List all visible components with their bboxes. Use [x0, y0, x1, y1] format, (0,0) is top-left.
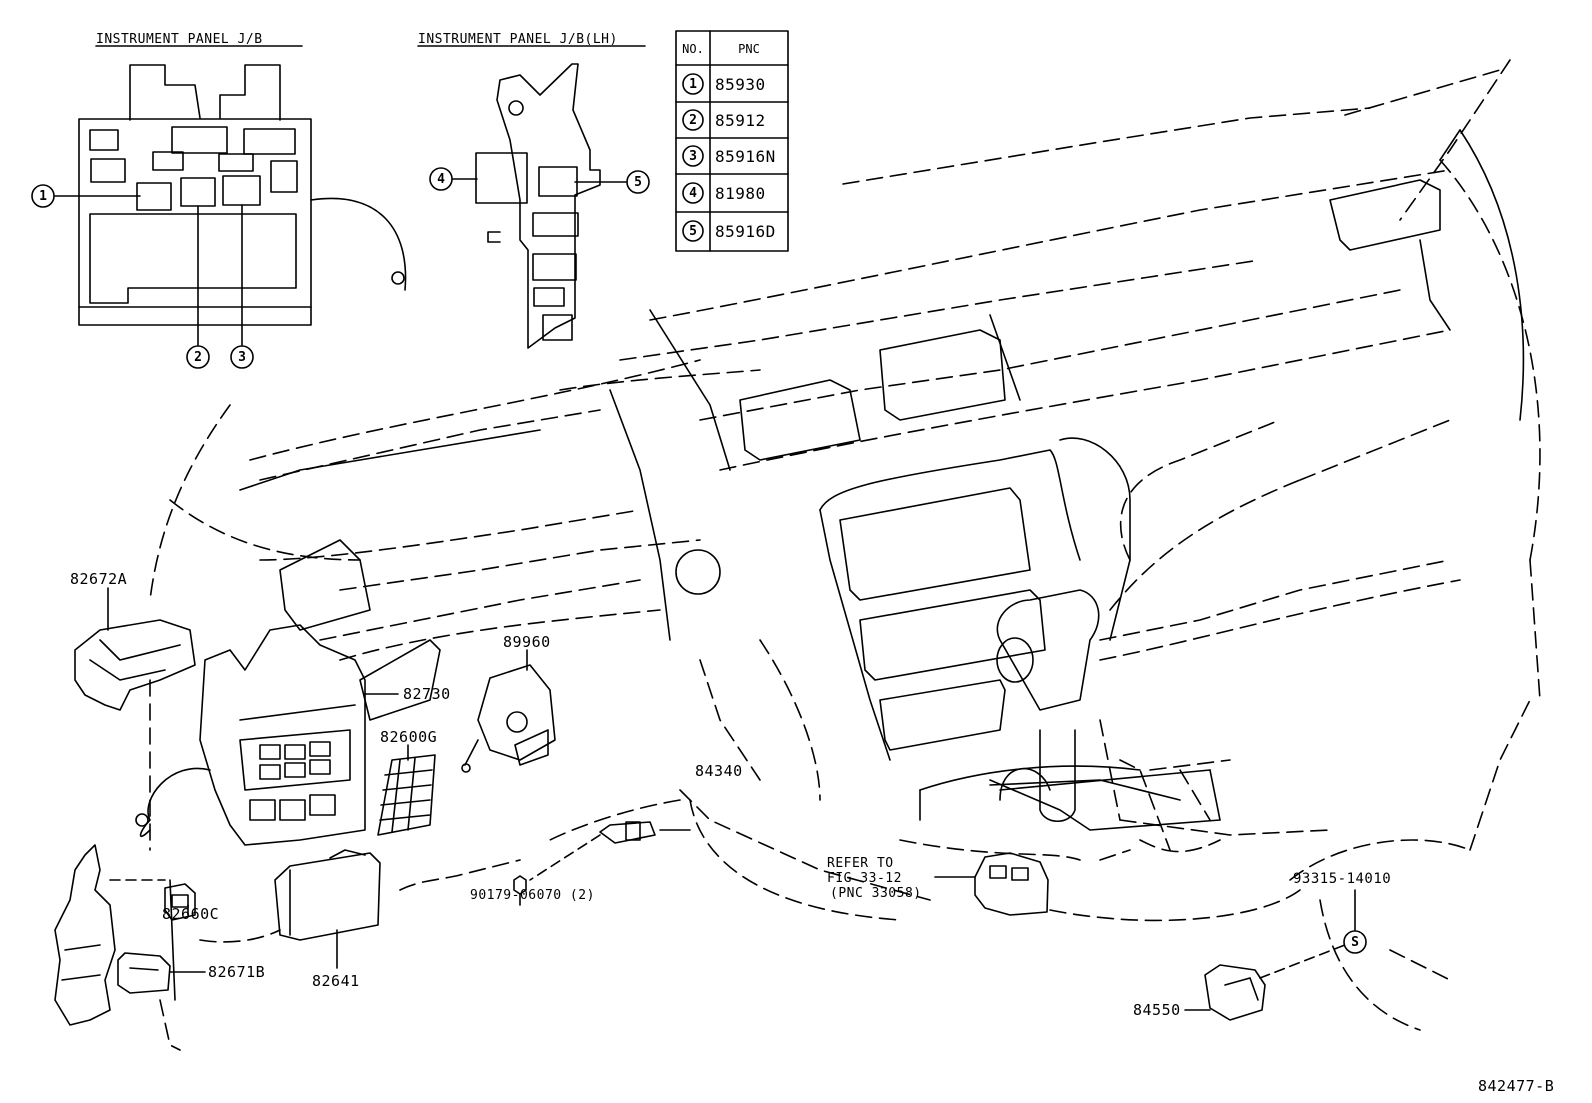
part-84340-switch — [599, 821, 656, 844]
callout-2: 2 — [194, 350, 202, 365]
part-82641-module — [274, 849, 381, 941]
table-row-pnc: 85930 — [715, 75, 766, 94]
table-row-no: 5 — [689, 224, 697, 239]
figure-id: 842477-B — [1478, 1077, 1554, 1095]
instrument-panel-jb-inset — [31, 45, 407, 369]
header-instrument-panel-jb-lh: INSTRUMENT PANEL J/B(LH) — [418, 32, 618, 47]
instrument-panel-jb-lh-inset — [417, 45, 650, 349]
part-label-84340: 84340 — [695, 762, 743, 780]
refer-line-2: FIG 33-12 — [827, 871, 902, 886]
part-label-90179: 90179-06070 (2) — [470, 888, 595, 903]
table-row-pnc: 85916D — [715, 222, 776, 241]
table-row-no: 4 — [689, 186, 697, 201]
table-row-no: 3 — [689, 149, 697, 164]
part-84550-switch — [1204, 964, 1266, 1021]
pnc-table — [675, 30, 789, 252]
part-label-89960: 89960 — [503, 633, 551, 651]
part-label-82730: 82730 — [403, 685, 451, 703]
part-label-82672A: 82672A — [70, 570, 127, 588]
part-82672A-cover — [74, 619, 196, 711]
table-row-no: 2 — [689, 113, 697, 128]
table-header-pnc: PNC — [738, 42, 760, 56]
table-row-pnc: 85916N — [715, 147, 776, 166]
part-refer-switch — [974, 852, 1049, 916]
callout-5: 5 — [634, 175, 642, 190]
part-82671B-connector — [117, 952, 171, 994]
table-header-no: NO. — [682, 42, 704, 56]
part-82660C-relay — [164, 883, 196, 921]
part-label-82641: 82641 — [312, 972, 360, 990]
table-row-pnc: 81980 — [715, 184, 766, 203]
part-label-82600G: 82600G — [380, 728, 437, 746]
part-82730-junction-block — [135, 624, 366, 846]
part-label-84550: 84550 — [1133, 1001, 1181, 1019]
part-label-82660C: 82660C — [162, 905, 219, 923]
part-label-93315: 93315-14010 — [1293, 871, 1391, 887]
leader-lines — [107, 587, 1367, 1011]
callout-4: 4 — [437, 172, 445, 187]
callout-s: S — [1351, 935, 1359, 950]
dashboard-outline — [149, 59, 1541, 1051]
table-row-no: 1 — [689, 77, 697, 92]
header-instrument-panel-jb: INSTRUMENT PANEL J/B — [96, 32, 263, 47]
refer-line-3: (PNC 33058) — [830, 886, 922, 901]
table-row-pnc: 85912 — [715, 111, 766, 130]
part-label-82671B: 82671B — [208, 963, 265, 981]
callout-1: 1 — [39, 189, 47, 204]
part-left-bracket — [54, 844, 116, 1026]
part-82600G-grille — [377, 754, 436, 836]
part-90179-nut — [513, 875, 527, 895]
part-89960-ecu — [461, 664, 556, 773]
refer-line-1: REFER TO — [827, 856, 894, 871]
callout-3: 3 — [238, 350, 246, 365]
